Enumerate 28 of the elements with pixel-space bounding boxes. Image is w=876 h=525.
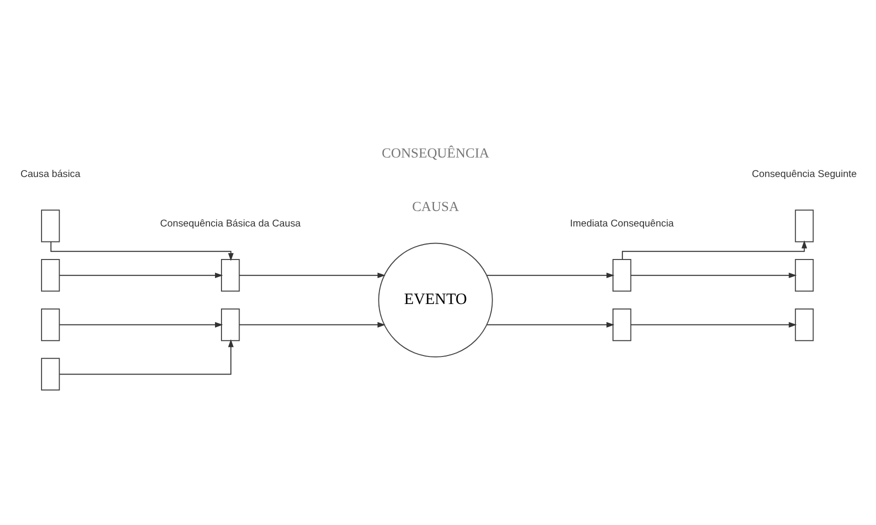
arrow <box>50 240 234 260</box>
arrow <box>630 272 797 278</box>
arrow <box>486 272 614 278</box>
node-box <box>612 308 632 341</box>
node-box <box>41 308 60 341</box>
node-box <box>41 357 60 390</box>
label: CAUSA <box>412 198 459 214</box>
arrow <box>59 338 234 374</box>
label: Consequência Seguinte <box>752 168 857 180</box>
node-box <box>794 308 814 341</box>
node-box <box>41 209 60 242</box>
arrow <box>486 322 614 328</box>
node-box <box>220 258 240 292</box>
label: CONSEQUÊNCIA <box>382 144 490 160</box>
node-box <box>794 258 814 292</box>
node-box <box>41 258 60 292</box>
arrow <box>238 322 386 328</box>
arrow <box>238 272 386 278</box>
node-box <box>220 308 240 341</box>
arrow <box>59 322 223 328</box>
node-box <box>612 258 632 292</box>
label: Consequência Básica da Causa <box>160 218 301 229</box>
arrow <box>630 322 797 328</box>
node-box <box>794 209 814 242</box>
arrow <box>59 272 223 278</box>
label: Causa básica <box>20 168 80 180</box>
label: Imediata Consequência <box>570 218 674 229</box>
arrow <box>622 240 808 260</box>
